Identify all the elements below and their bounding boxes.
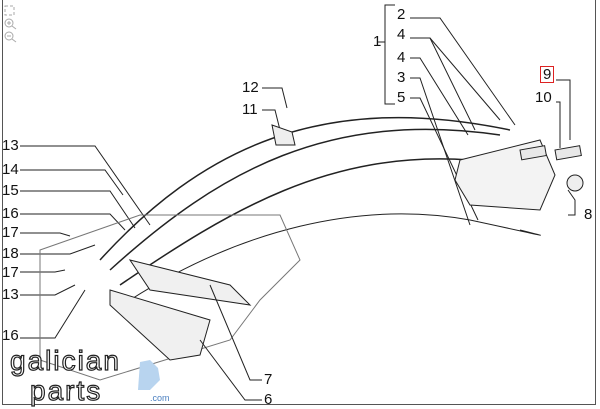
callout-16b: 16: [2, 327, 19, 344]
callout-5: 5: [397, 89, 406, 106]
callout-4b: 4: [397, 49, 406, 66]
callout-16: 16: [2, 205, 19, 222]
callout-7: 7: [264, 371, 273, 388]
callout-3: 3: [397, 69, 406, 86]
callout-13: 13: [2, 137, 19, 154]
watermark-line2: parts: [29, 375, 103, 406]
callout-17: 17: [2, 224, 19, 241]
callout-13b: 13: [2, 286, 19, 303]
callout-2: 2: [397, 6, 406, 23]
callout-10: 10: [535, 89, 552, 106]
callout-15: 15: [2, 182, 19, 199]
fit-icon[interactable]: [4, 4, 18, 16]
group-bracket: [384, 4, 395, 105]
callout-17b: 17: [2, 264, 19, 281]
callout-12: 12: [242, 79, 259, 96]
callout-1: 1: [373, 33, 382, 50]
callout-14: 14: [2, 161, 19, 178]
zoom-in-icon[interactable]: [4, 17, 18, 30]
watermark-suffix: .com: [150, 393, 170, 403]
callout-9-highlighted[interactable]: 9: [539, 66, 555, 83]
callout-18: 18: [2, 245, 19, 262]
callout-8: 8: [584, 206, 593, 223]
callout-11: 11: [242, 101, 258, 118]
watermark-line1: galician: [9, 345, 121, 376]
zoom-out-icon[interactable]: [4, 30, 18, 43]
callout-6: 6: [264, 391, 273, 408]
callout-4: 4: [397, 26, 406, 43]
